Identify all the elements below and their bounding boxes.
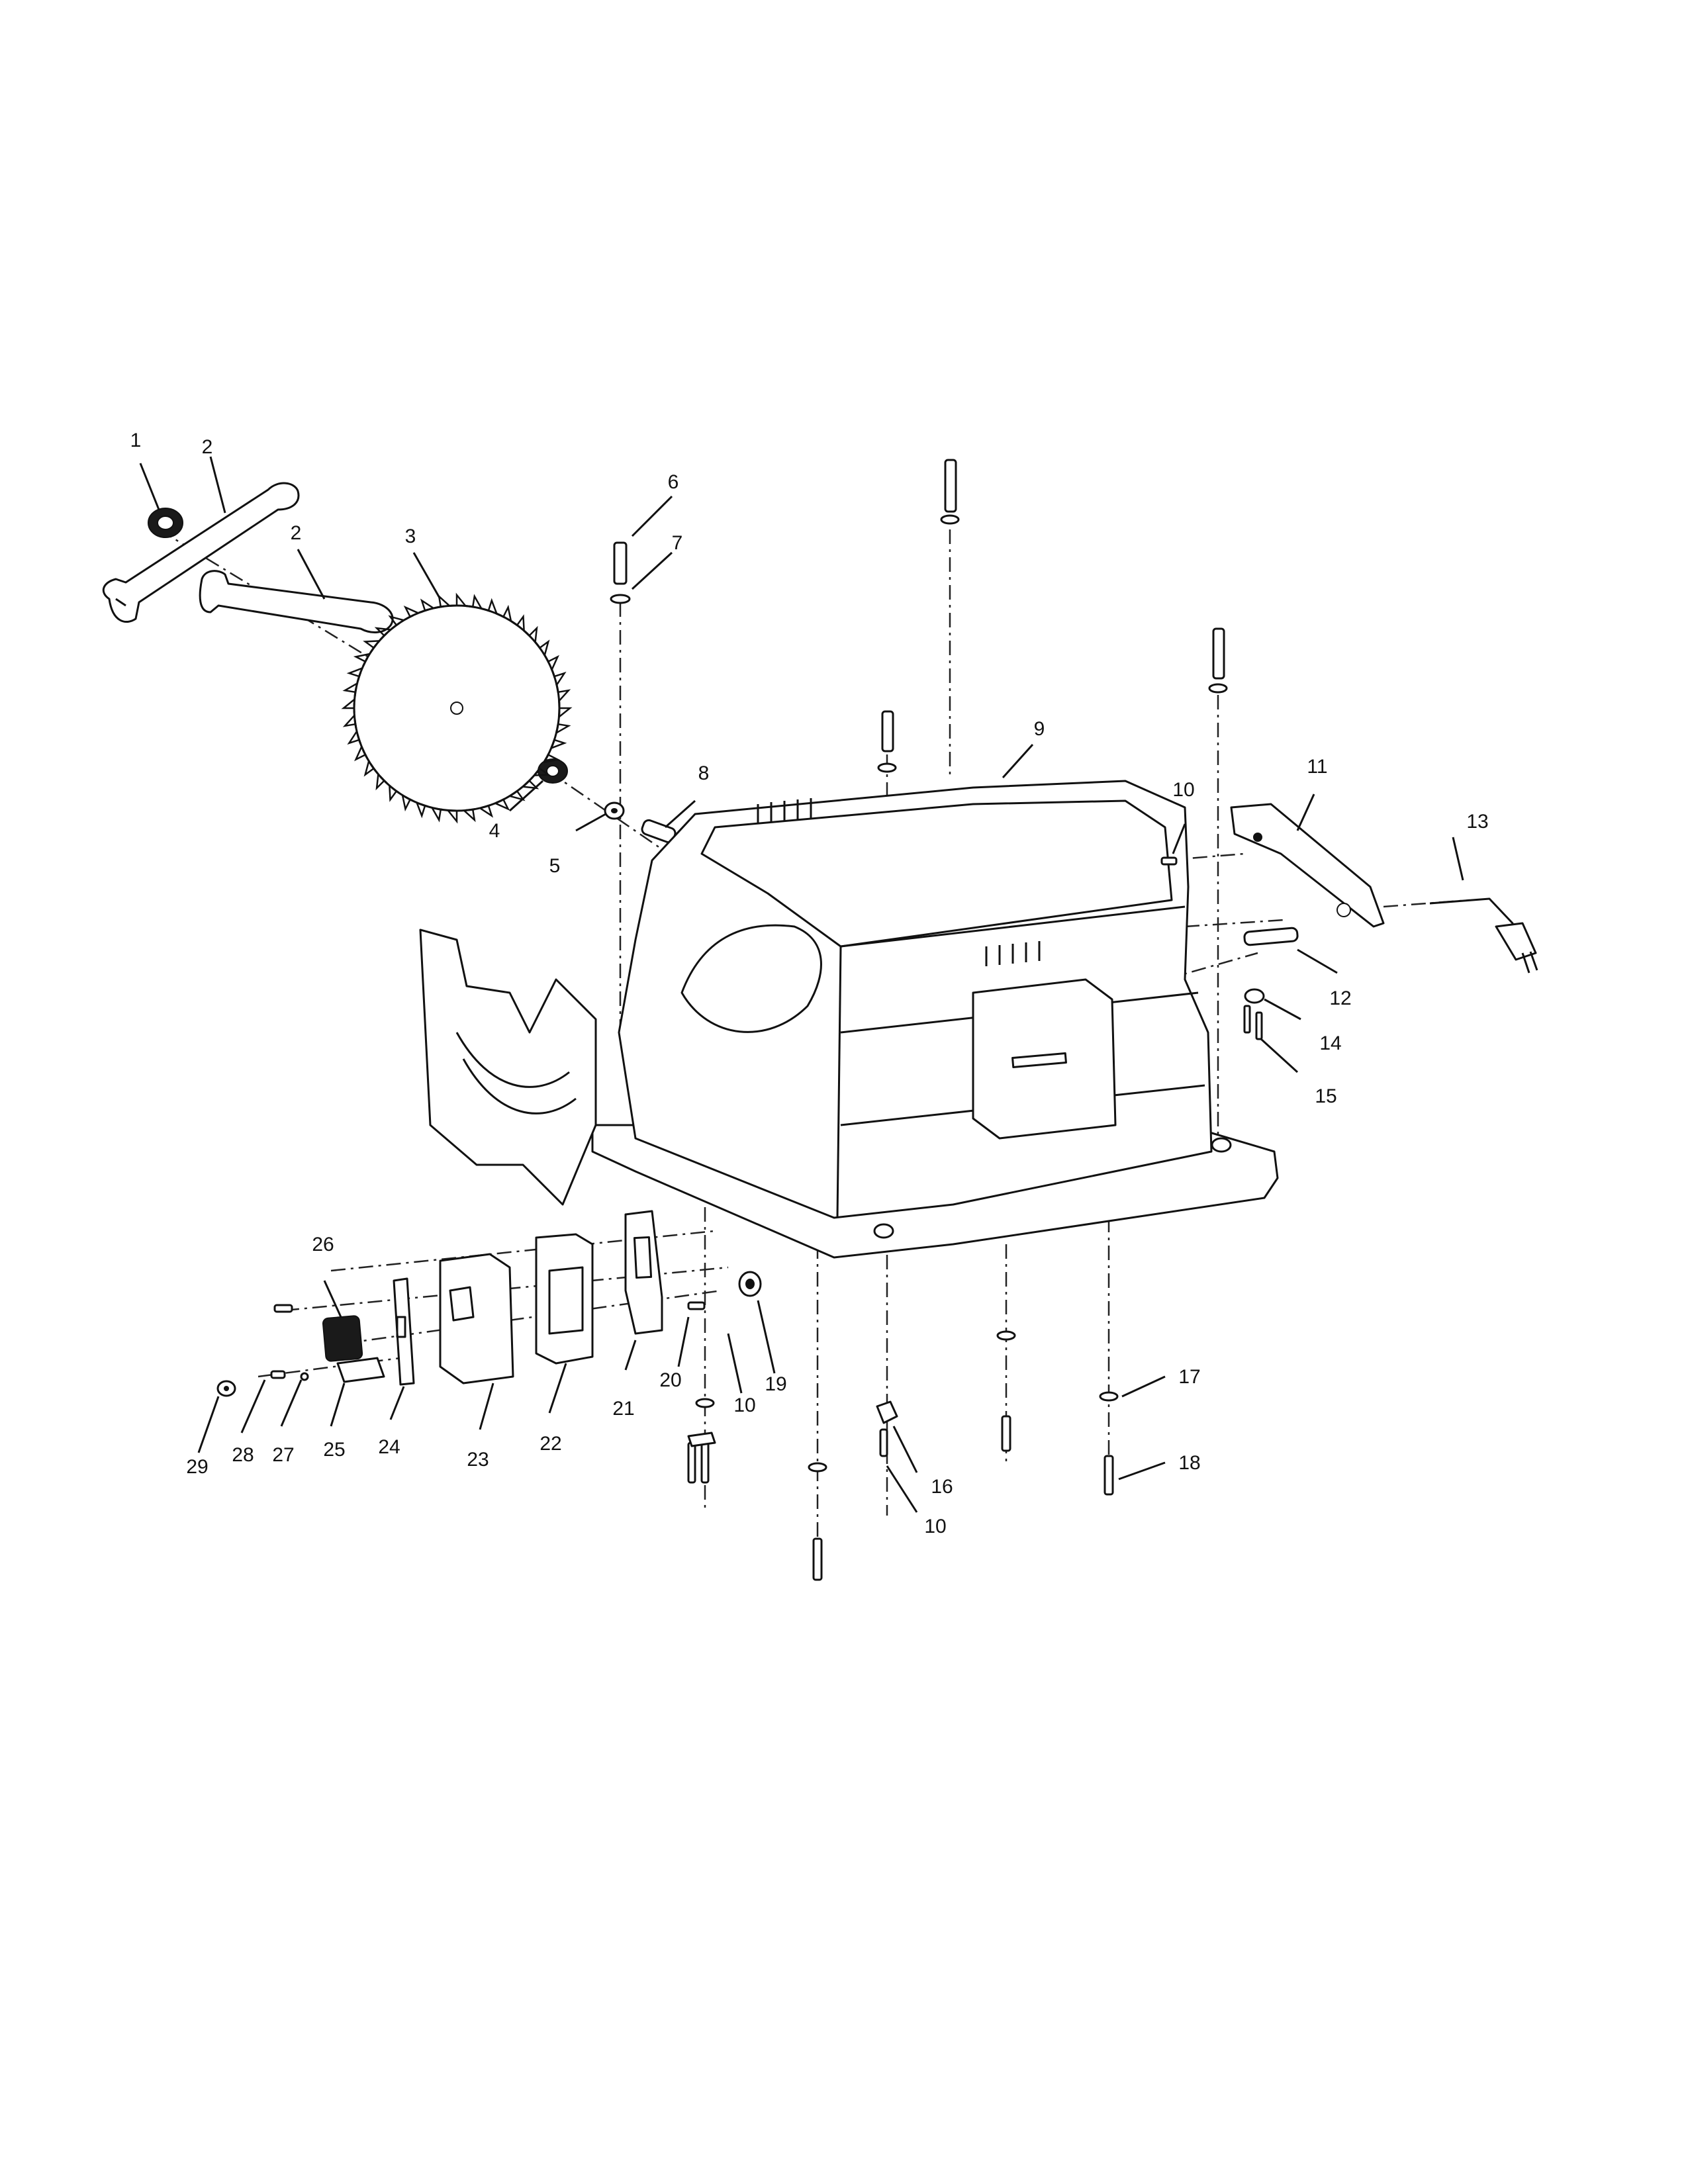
callout-22: 22	[539, 1433, 561, 1455]
switch-paddle-25	[336, 1357, 385, 1383]
callout-11: 11	[1307, 756, 1327, 778]
arbor-nut	[148, 508, 183, 538]
callout-labels: 1 2 2 3 4 5 6 7 8 9 10 11 12 13 14 15 16…	[130, 430, 1489, 1537]
switch-plate-24	[393, 1277, 415, 1386]
blade-flange	[538, 758, 568, 784]
callout-10: 10	[1172, 779, 1194, 801]
callout-10: 10	[924, 1516, 946, 1537]
callout-1: 1	[130, 430, 142, 451]
callout-25: 25	[323, 1439, 345, 1461]
bottom-fasteners	[687, 1330, 1119, 1581]
switch-key-19	[738, 1271, 762, 1297]
callout-16: 16	[931, 1476, 953, 1498]
callout-14: 14	[1319, 1032, 1341, 1054]
callout-21: 21	[612, 1398, 634, 1420]
saw-base-housing	[591, 780, 1279, 1259]
switch-bracket-21	[624, 1210, 663, 1335]
callout-9: 9	[1034, 718, 1045, 740]
small-parts-27-29	[216, 1301, 706, 1397]
callout-23: 23	[467, 1449, 489, 1471]
callout-8: 8	[698, 762, 710, 784]
callout-2: 2	[291, 522, 302, 544]
switch-box-23	[439, 1253, 514, 1385]
screw-10-upper	[1160, 856, 1178, 866]
saw-tooth-outline	[341, 592, 573, 824]
callout-20: 20	[659, 1369, 681, 1391]
callout-10: 10	[733, 1394, 755, 1416]
callout-4: 4	[489, 820, 500, 842]
callout-5: 5	[549, 855, 561, 877]
blade-guard-panel	[419, 929, 597, 1206]
rear-bracket-plate	[1230, 803, 1385, 928]
callout-24: 24	[378, 1436, 400, 1458]
callout-27: 27	[272, 1444, 294, 1466]
callout-12: 12	[1329, 987, 1351, 1009]
callout-29: 29	[186, 1456, 208, 1478]
cord-clamp	[1244, 988, 1265, 1004]
callout-17: 17	[1178, 1366, 1200, 1388]
saw-blade	[353, 604, 561, 812]
long-screws	[877, 459, 1228, 773]
switch-housing-22	[535, 1233, 594, 1365]
callout-6: 6	[668, 471, 679, 493]
callout-26: 26	[312, 1234, 334, 1255]
clamp-screws	[1243, 1005, 1263, 1040]
washer	[604, 801, 625, 820]
callout-2: 2	[202, 436, 213, 458]
pin-12	[1243, 927, 1299, 946]
callout-3: 3	[405, 525, 416, 547]
callout-28: 28	[232, 1444, 254, 1466]
vent-slots	[757, 798, 1041, 966]
callout-13: 13	[1466, 811, 1488, 833]
arbor-wrench-upper	[102, 482, 300, 623]
callout-19: 19	[765, 1373, 786, 1395]
arbor-wrench-lower	[199, 570, 394, 633]
switch-26	[322, 1315, 363, 1362]
callout-18: 18	[1178, 1452, 1200, 1474]
leader-arrows	[139, 456, 1464, 1513]
power-cord	[1429, 897, 1538, 974]
cord-clip	[876, 1400, 898, 1457]
screw-6	[610, 541, 631, 604]
saw-blade-teeth	[341, 592, 573, 824]
callout-15: 15	[1315, 1085, 1336, 1107]
callout-7: 7	[672, 532, 683, 554]
